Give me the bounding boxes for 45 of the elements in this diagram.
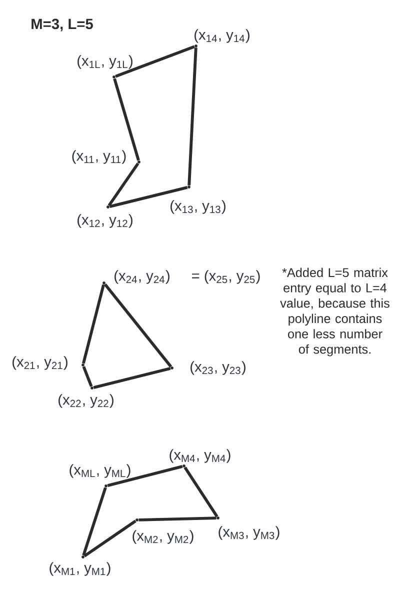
- coordinate-label: (x$_{12}$, y$_{12}$): [78, 214, 132, 228]
- coordinate-label: (x$_{ML}$, y$_{ML}$): [70, 464, 130, 478]
- coordinate-label: (x$_{M4}$, y$_{M4}$): [170, 449, 230, 463]
- polyline-segment: [108, 162, 140, 206]
- polyline-vertex: [136, 518, 138, 522]
- polyline-segment: [109, 186, 188, 208]
- polyline-vertex: [216, 516, 220, 520]
- polyline-vertex: [106, 206, 110, 208]
- coordinate-label: (x$_{M1}$, y$_{M1}$): [50, 562, 110, 576]
- polyline-vertex: [112, 76, 116, 78]
- polyline-vertex: [194, 44, 198, 48]
- coordinate-label: (x$_{23}$, y$_{23}$): [190, 361, 246, 375]
- coordinate-label: (x$_{14}$, y$_{14}$): [194, 29, 250, 43]
- polyline-segment: [115, 45, 195, 78]
- polyline-segment: [82, 366, 93, 387]
- coordinate-label: (x$_{11}$, y$_{11}$): [72, 150, 126, 164]
- polyline-vertex: [182, 464, 186, 468]
- polyline-vertex: [82, 556, 84, 558]
- polyline-segment: [104, 283, 172, 368]
- coordinate-label: (x$_{1L}$, y$_{1L}$): [78, 55, 132, 69]
- coordinate-label: (x$_{13}$, y$_{13}$): [170, 200, 226, 214]
- polyline-vertex: [170, 366, 174, 370]
- polyline-vertex: [188, 186, 190, 188]
- polyline-segment: [84, 520, 136, 558]
- polyline-segment: [138, 516, 216, 522]
- polyline-segment: [113, 78, 140, 161]
- polyline-segment: [82, 284, 105, 364]
- polyline-segment: [93, 367, 171, 389]
- coordinate-label: (x$_{M2}$, y$_{M2}$): [132, 530, 194, 544]
- polyline-vertex: [104, 484, 108, 488]
- coordinate-label: (x$_{22}$, y$_{22}$): [58, 394, 114, 408]
- footnote-text: *Added L=5 matrix entry equal to L=4 value, because this polyline contains one less number of segments.: [280, 268, 390, 356]
- polyline-segment: [184, 466, 218, 518]
- polyline-vertex: [82, 364, 84, 366]
- polyline-segment: [82, 487, 107, 556]
- heading: M=3, L=5: [32, 18, 93, 32]
- coordinate-label: (x$_{21}$, y$_{21}$): [12, 356, 68, 370]
- polyline-segment: [188, 48, 198, 186]
- polyline-vertex: [90, 386, 94, 390]
- coordinate-label: (x$_{M3}$, y$_{M3}$): [218, 526, 280, 540]
- polyline-segment: [107, 465, 183, 487]
- coordinate-label: (x$_{24}$, y$_{24}$): [114, 270, 170, 284]
- coordinate-label: = (x$_{25}$, y$_{25}$): [192, 270, 260, 284]
- polyline-vertex: [102, 282, 106, 284]
- polyline-vertex: [138, 160, 140, 164]
